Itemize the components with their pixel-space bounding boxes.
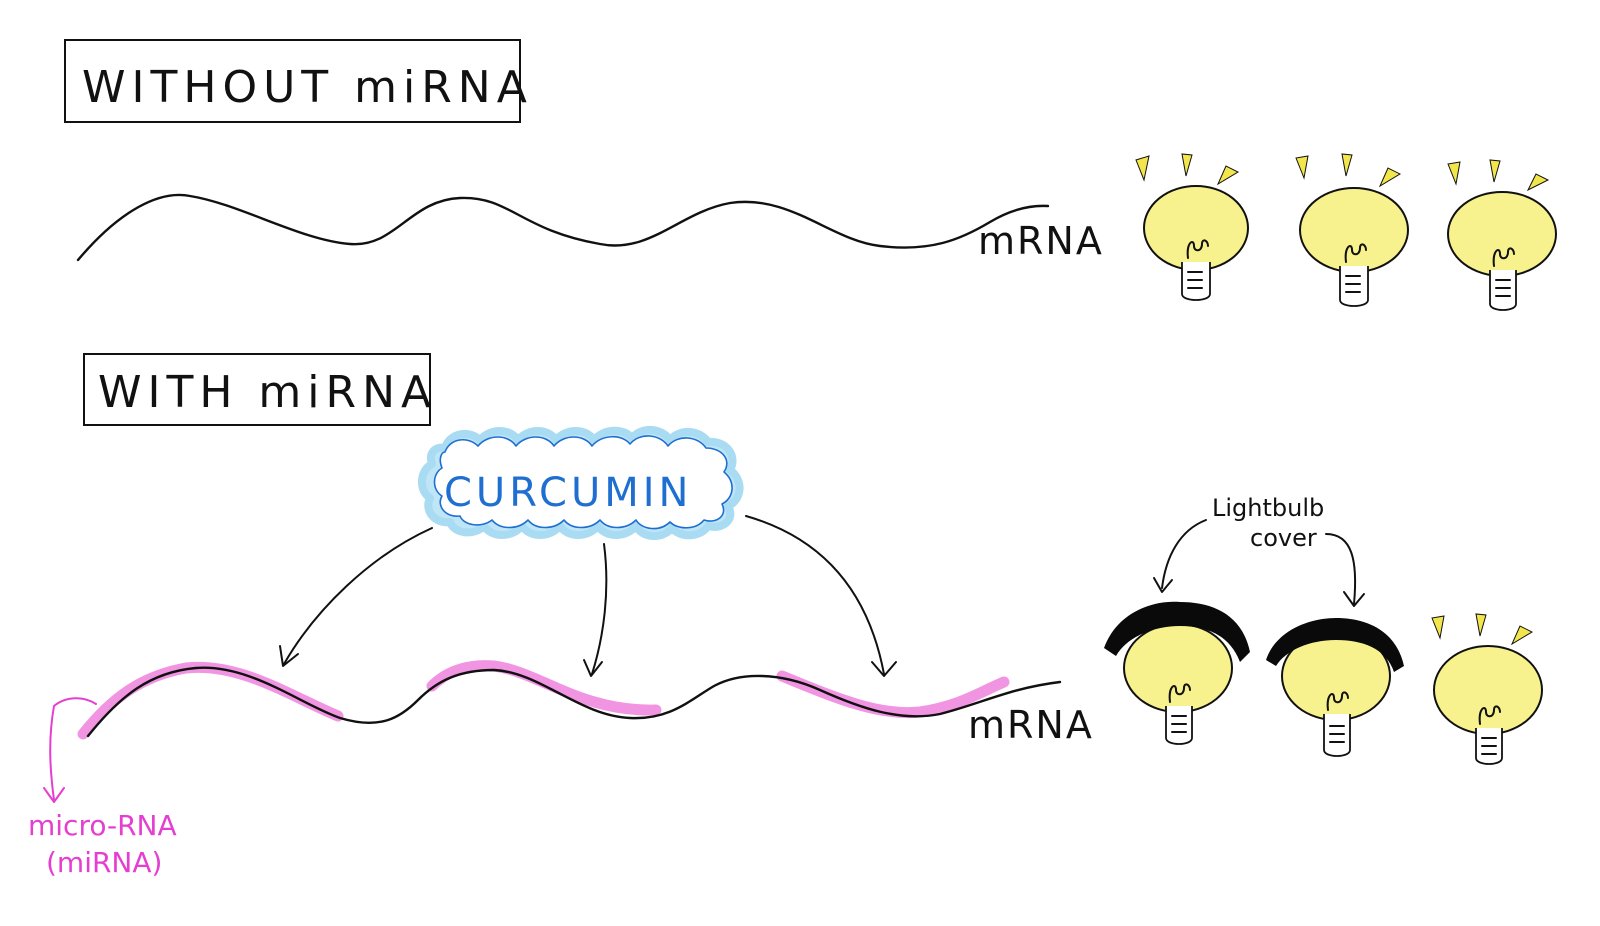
lightbulb-icon — [1124, 624, 1232, 744]
cover-label-line2: cover — [1250, 524, 1317, 552]
without-mirna-panel: WITHOUT miRNA mRNA — [65, 40, 1556, 310]
cover-arrow-left — [1162, 520, 1206, 588]
cover-arrow-right — [1326, 534, 1355, 604]
mirna-label-line2: (miRNA) — [46, 846, 162, 879]
cover-label-line1: Lightbulb — [1212, 494, 1324, 522]
curcumin-label: CURCUMIN — [444, 470, 692, 516]
lightbulb-icon — [1282, 632, 1390, 756]
mrna-strand-top — [78, 195, 1048, 260]
lightbulb-icon — [1448, 160, 1556, 310]
with-mirna-panel: WITH miRNA CURCUMIN mRNA micro-RNA (miRN… — [28, 354, 1542, 879]
lightbulb-icon — [1296, 154, 1408, 306]
curcumin-arrow-middle — [592, 544, 606, 674]
mirna-label-line1: micro-RNA — [28, 809, 177, 842]
mirna-pointer-arrow — [50, 698, 96, 800]
mrna-label-top: mRNA — [978, 219, 1104, 263]
mrna-label-bottom: mRNA — [968, 703, 1094, 747]
without-title: WITHOUT miRNA — [82, 62, 533, 113]
lightbulb-icon — [1432, 614, 1542, 764]
mrna-strand-bottom — [88, 668, 1060, 736]
lightbulb-icon — [1136, 154, 1248, 300]
curcumin-arrow-right — [746, 516, 884, 674]
curcumin-arrow-left — [284, 528, 432, 664]
with-title: WITH miRNA — [98, 367, 437, 418]
